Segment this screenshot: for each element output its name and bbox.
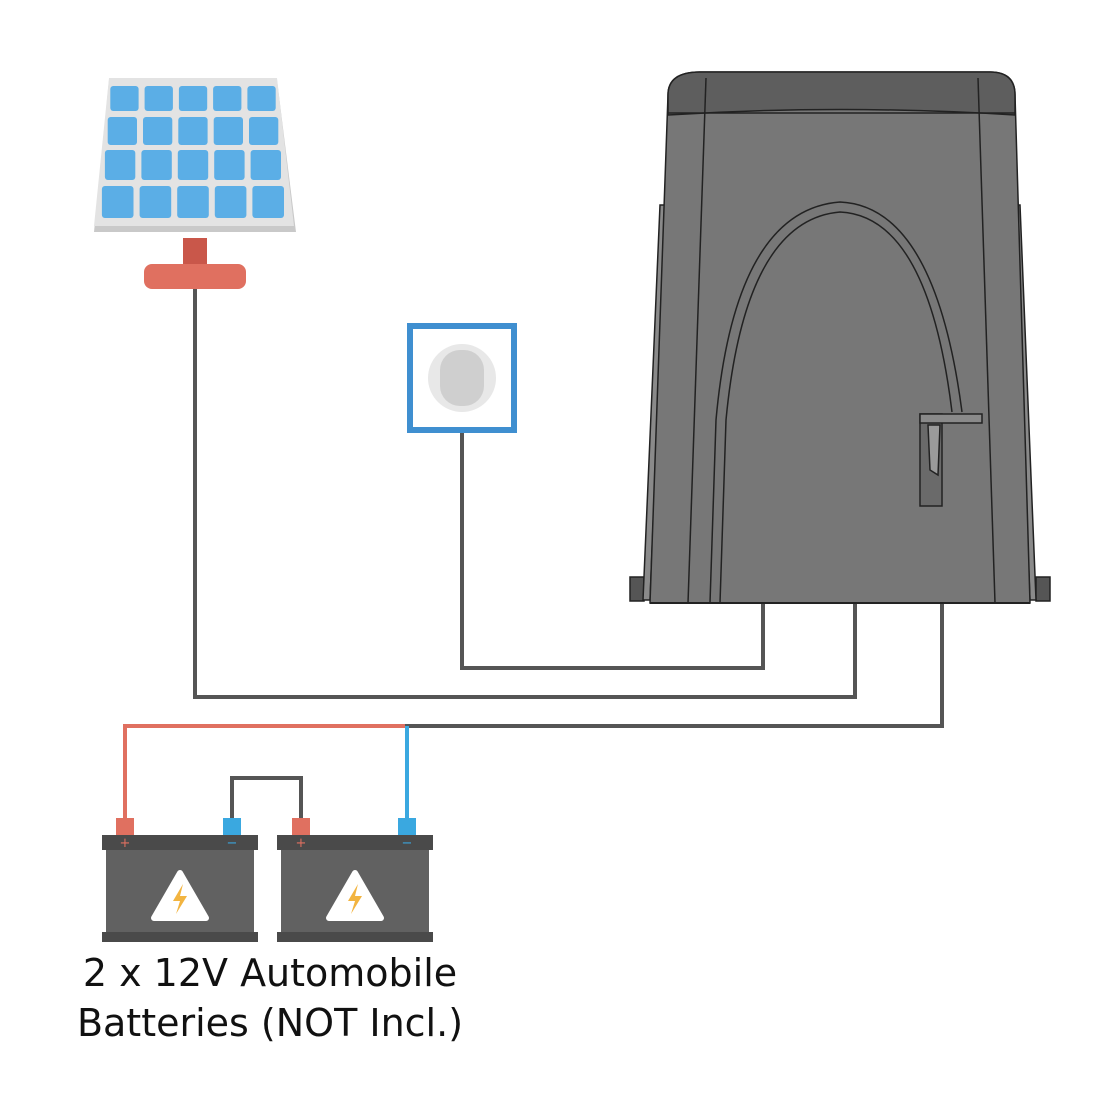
solar-panel-mount-post [183,238,207,268]
solar-panel-icon [94,78,296,289]
solar-cell [247,86,276,111]
gate-opener-motor-icon [629,71,1051,604]
solar-cell [143,117,173,145]
solar-cell [250,150,281,180]
solar-cell [213,117,243,145]
wall-outlet-plate [407,323,517,433]
solar-cell [139,186,172,218]
battery-caption-line-1: 2 x 12V Automobile [82,951,458,995]
battery-1-lightning-bolt-icon [173,884,187,914]
solar-cell [178,86,208,111]
solar-panel-cells [101,86,284,218]
battery-1-lid [102,835,258,850]
battery-2-negative-symbol: − [402,836,413,851]
opener-top-cap [667,71,1016,116]
opener-latch-bar [919,413,983,424]
battery-caption-line-2: Batteries (NOT Incl.) [76,1001,464,1045]
solar-cell [249,117,279,145]
solar-cell [101,186,134,218]
battery-2-base [277,932,433,942]
solar-cell [213,86,242,111]
solar-cell [177,186,209,218]
battery-bank: + − + − [102,818,433,942]
solar-cell [177,150,209,180]
opener-left-bolt [629,576,645,602]
wires [123,288,944,820]
opener-latch-hook [927,424,941,477]
opener-right-panel-line [977,77,996,604]
battery-2-positive-symbol: + [296,836,307,851]
solar-cell [107,117,137,145]
solar-cell [144,86,173,111]
battery-main-wire [405,603,944,728]
battery-1-positive-symbol: + [120,836,131,851]
opener-latch-icon [919,413,983,507]
battery-2-lid [277,835,433,850]
opener-body [649,71,1031,604]
solar-cell [178,117,208,145]
battery-2-lightning-bolt-icon [348,884,362,914]
solar-cell [214,186,247,218]
battery-2-icon: + − [277,818,433,942]
solar-cell [104,150,136,180]
opener-cover-arch-outer [709,201,963,604]
solar-cell [141,150,172,180]
solar-panel-wire [193,288,857,699]
battery-1-base [102,932,258,942]
wall-outlet-socket [440,350,484,406]
battery-2-positive-terminal [292,818,310,836]
solar-cell [214,150,245,180]
battery-1-negative-terminal [223,818,241,836]
battery-positive-wire [123,724,405,820]
battery-bridge-wire [230,776,303,820]
battery-1-positive-terminal [116,818,134,836]
opener-left-panel-line [687,77,707,604]
wall-outlet-icon [407,323,517,433]
battery-1-icon: + − [102,818,258,942]
solar-panel-mount-base [144,264,246,289]
solar-cell [110,86,139,111]
battery-1-negative-symbol: − [227,836,238,851]
outlet-wire [460,410,765,670]
solar-cell [252,186,284,218]
opener-right-bolt [1035,576,1051,602]
battery-caption: 2 x 12V Automobile Batteries (NOT Incl.) [60,948,480,1048]
opener-cover-arch-inner [719,211,953,604]
battery-2-negative-terminal [398,818,416,836]
